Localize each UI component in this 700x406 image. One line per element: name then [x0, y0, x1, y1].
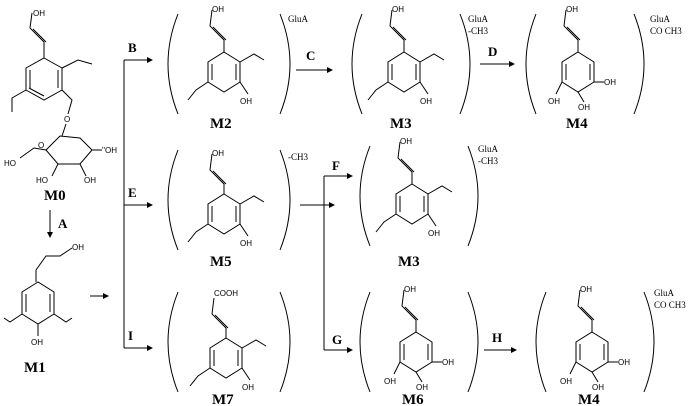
m3b-oh-label: OH [400, 137, 412, 146]
m3a-oh-label: OH [392, 5, 404, 14]
molecule-label-m2: M2 [210, 116, 232, 132]
m0-sugar-ring-o: O [38, 141, 44, 150]
m1-oh-label: OH [72, 243, 84, 252]
molecule-label-m4b: M4 [578, 392, 600, 406]
m1-methoxy-left [3, 313, 23, 323]
molecule-label-m6: M6 [402, 392, 424, 406]
m7-left-paren [167, 291, 179, 393]
m3a-modification-0: GluA [468, 14, 489, 24]
m1-methoxy-right [53, 313, 73, 323]
m6-oh-meta: OH [442, 358, 454, 367]
molecule-m7-structure: COOH OH [189, 289, 267, 392]
m2-right-paren [279, 13, 291, 115]
m0-sugar-ho-2: HO [36, 176, 48, 185]
molecule-label-m3a: M3 [390, 116, 412, 132]
step-label-i: I [128, 328, 133, 343]
m0-methoxy-right [61, 59, 93, 69]
m4b-right-paren [643, 291, 655, 393]
step-label-g: G [332, 332, 342, 347]
step-label-d: D [488, 44, 497, 59]
m3b-modification-1: -CH3 [478, 156, 498, 166]
m5-modification-0: -CH3 [288, 152, 308, 162]
m2-oh-para: OH [240, 97, 252, 106]
molecule-m2-structure: OH OH [187, 5, 265, 106]
molecule-m6-structure: OH OH OH OH [384, 285, 454, 392]
step-label-c: C [306, 48, 315, 63]
molecule-label-m7: M7 [212, 392, 234, 406]
m3b-left-paren [359, 145, 371, 247]
m4a-modification-0: GluA [650, 14, 671, 24]
m0-side-chain [29, 12, 45, 58]
m1-oh-para: OH [31, 338, 43, 347]
molecule-label-m4a: M4 [566, 116, 588, 132]
m0-methoxy-left [11, 89, 27, 112]
m1-ring [21, 281, 55, 325]
m4a-oh-label: OH [566, 5, 578, 14]
m0-ring [25, 57, 63, 101]
m5-left-paren [167, 149, 179, 251]
m3b-modification-0: GluA [478, 144, 499, 154]
m2-left-paren [167, 13, 179, 115]
step-label-e: E [128, 185, 137, 200]
m7-right-paren [279, 291, 291, 393]
molecule-label-m5: M5 [210, 254, 232, 270]
m2-oh-label: OH [212, 5, 224, 14]
molecule-label-m0: M0 [44, 188, 66, 204]
m4b-oh-meta: OH [618, 358, 630, 367]
m3a-oh-para: OH [420, 97, 432, 106]
m3a-modification-1: -CH3 [468, 26, 488, 36]
molecule-m4b-structure: OH OH OH OH [560, 285, 630, 392]
molecule-m0-structure: OH O O HO ''OH OH HO [4, 9, 117, 185]
m6-oh-ortho: OH [384, 377, 396, 386]
molecule-m3a-structure: OH OH [367, 5, 445, 106]
step-label-f: F [332, 158, 340, 173]
m6-oh-label: OH [404, 285, 416, 294]
m4a-oh-para: OH [578, 103, 590, 112]
molecule-m5-structure: OH OH [187, 149, 265, 248]
m0-sugar-oh: OH [84, 176, 96, 185]
m5-oh-para: OH [240, 239, 252, 248]
m4b-modification-0: GluA [654, 288, 675, 298]
m2-modification-0: GluA [288, 14, 309, 24]
m4a-oh-meta: OH [604, 78, 616, 87]
m3b-oh-para: OH [428, 229, 440, 238]
m6-right-paren [467, 291, 479, 393]
m5-right-paren [279, 149, 291, 251]
m0-sugar-ho-1: HO [4, 159, 16, 168]
molecule-label-m3b: M3 [398, 254, 420, 270]
m7-cooh-label: COOH [214, 289, 238, 298]
m4a-oh-ortho: OH [548, 97, 560, 106]
m1-side-chain [35, 247, 73, 282]
m4b-oh-ortho: OH [560, 377, 572, 386]
m3a-left-paren [351, 13, 363, 115]
m4b-oh-para: OH [592, 383, 604, 392]
molecule-label-m1: M1 [24, 360, 46, 376]
m4a-left-paren [525, 13, 537, 115]
molecule-m3b-structure: OH OH [375, 137, 453, 238]
m4b-modification-1: CO CH3 [654, 300, 686, 310]
step-label-h: H [492, 330, 502, 345]
m6-oh-para: OH [416, 383, 428, 392]
step-label-b: B [128, 40, 137, 55]
m5-oh-label: OH [212, 149, 224, 158]
m3b-right-paren [467, 145, 479, 247]
molecule-m1-structure: OH OH [3, 243, 84, 347]
step-label-a: A [58, 216, 68, 231]
m4b-left-paren [535, 291, 547, 393]
m4b-oh-label: OH [580, 285, 592, 294]
m4a-right-paren [633, 13, 645, 115]
m6-left-paren [359, 291, 371, 393]
molecule-m4a-structure: OH OH OH OH [548, 5, 616, 112]
m0-sugar-ioh: ''OH [102, 146, 117, 155]
m0-sugar-ring [45, 135, 93, 165]
m7-oh-para: OH [242, 383, 254, 392]
m4a-modification-1: CO CH3 [650, 26, 682, 36]
m0-oh-label: OH [33, 9, 45, 18]
m0-glycosidic-o: O [64, 115, 70, 124]
m3a-right-paren [459, 13, 471, 115]
